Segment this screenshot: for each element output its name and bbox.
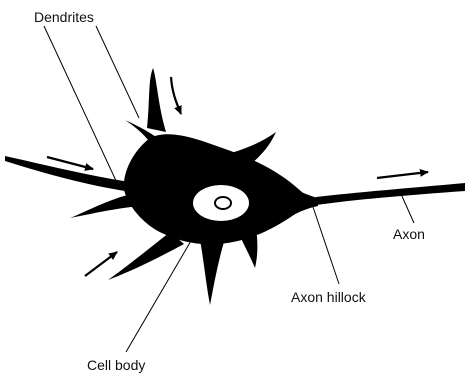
- arrow-axon: [377, 172, 428, 178]
- axon-shape: [316, 183, 465, 205]
- arrow-bottom-left-dendrite: [85, 252, 117, 276]
- dendrite-bottom: [200, 240, 224, 305]
- label-dendrites: Dendrites: [34, 10, 94, 24]
- nucleus: [193, 185, 249, 221]
- axon-hillock-shape: [288, 186, 318, 218]
- dendrite-top: [147, 68, 166, 132]
- neuron-body-group: [5, 68, 465, 305]
- arrow-top-dendrite: [171, 77, 181, 114]
- label-cell-body: Cell body: [87, 358, 145, 372]
- leader-dendrites-2: [96, 26, 139, 118]
- label-axon-hillock: Axon hillock: [291, 290, 366, 304]
- label-axon: Axon: [393, 227, 425, 241]
- leader-axon: [401, 194, 414, 223]
- leader-axon-hillock: [312, 204, 339, 284]
